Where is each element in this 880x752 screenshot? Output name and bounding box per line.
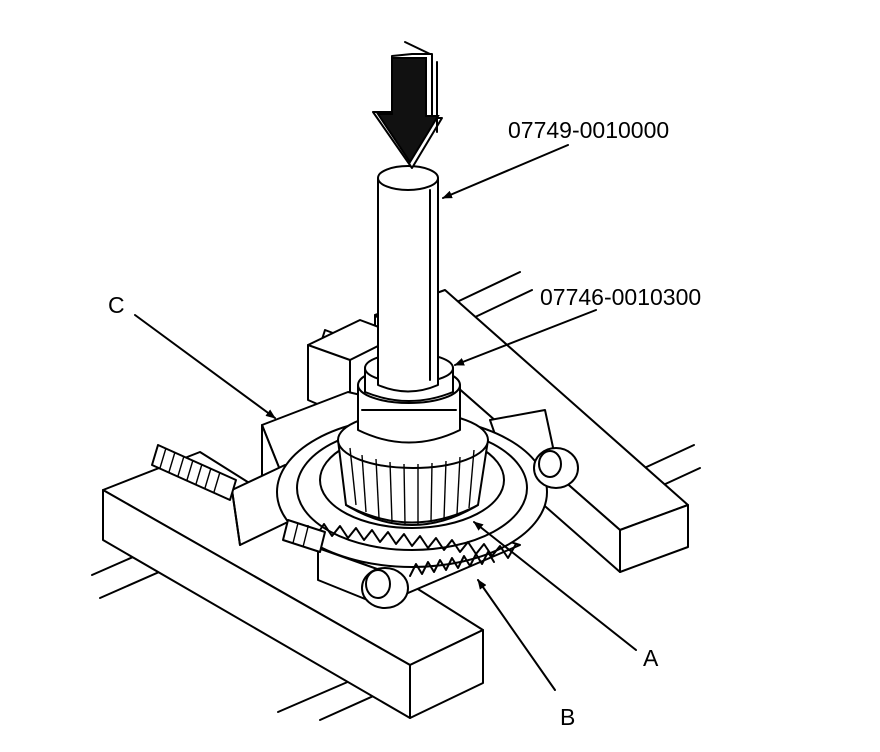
driver-handle-shaft <box>377 165 439 393</box>
label-part-b: B <box>560 704 575 730</box>
label-tool-shaft: 07749-0010000 <box>508 117 669 143</box>
label-tool-attachment: 07746-0010300 <box>540 284 701 310</box>
label-part-c: C <box>108 292 125 318</box>
front-bolt-right <box>282 519 326 553</box>
front-support-block <box>102 451 484 719</box>
nut-front <box>361 567 409 609</box>
press-force-arrow <box>372 41 443 169</box>
leader-lines <box>134 144 637 691</box>
label-part-a: A <box>643 645 659 671</box>
front-bolt-left <box>151 444 237 501</box>
nut-right <box>533 447 579 489</box>
